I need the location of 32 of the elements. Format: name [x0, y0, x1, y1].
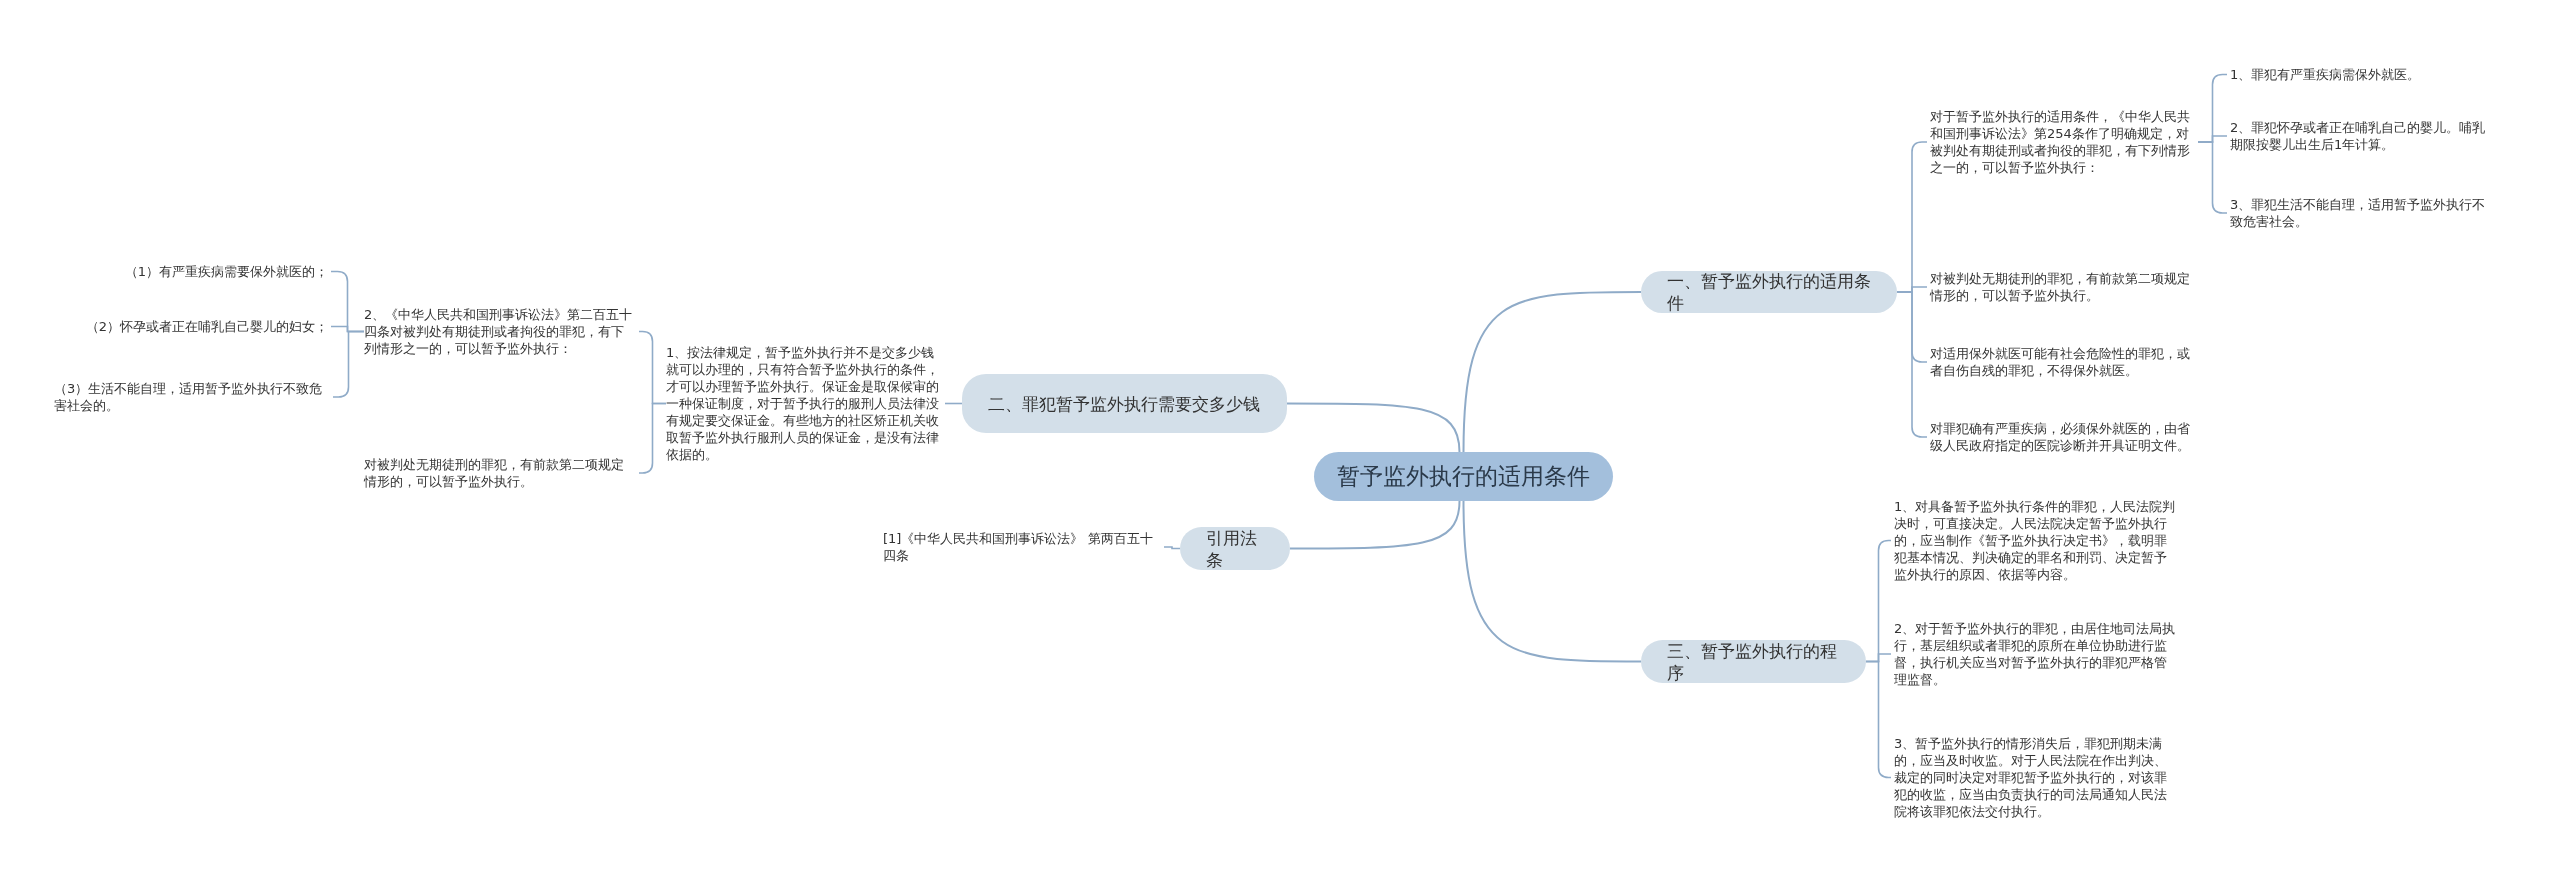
connector-line [2197, 141, 2228, 214]
note-text: 2、《中华人民共和国刑事诉讼法》第二百五十四条对被判处有期徒刑或者拘役的罪犯，有下列情形之一的，可以暂予监外执行： [364, 306, 636, 357]
note-text: 2、罪犯怀孕或者正在哺乳自己的婴儿。哺乳期限按婴儿出生后1年计算。 [2230, 119, 2494, 153]
note-text: 对被判处无期徒刑的罪犯，有前款第二项规定情形的，可以暂予监外执行。 [1930, 270, 2198, 304]
topic-pill: 引用法条 [1180, 527, 1290, 570]
note-text: 对适用保外就医可能有社会危险性的罪犯，或者自伤自残的罪犯，不得保外就医。 [1930, 345, 2198, 379]
connector-line [1462, 291, 1642, 453]
note-text: 对罪犯确有严重疾病，必须保外就医的，由省级人民政府指定的医院诊断并开具证明文件。 [1930, 420, 2198, 454]
note-text: （1）有严重疾病需要保外就医的； [60, 263, 328, 280]
note-text: 1、罪犯有严重疾病需保外就医。 [2230, 66, 2530, 83]
note-text: 2、对于暂予监外执行的罪犯，由居住地司法局执行，基层组织或者罪犯的原所在单位协助进行监督，执行机关应当对暂予监外执行的罪犯严格管理监督。 [1894, 620, 2176, 688]
note-text: （2）怀孕或者正在哺乳自己婴儿的妇女； [60, 318, 328, 335]
topic-pill: 二、罪犯暂予监外执行需要交多少钱 [962, 374, 1287, 433]
connector-line [1163, 546, 1181, 550]
central-topic: 暂予监外执行的适用条件 [1314, 452, 1613, 501]
note-text: （3）生活不能自理，适用暂予监外执行不致危害社会的。 [54, 380, 330, 414]
connector-line [1865, 660, 1892, 779]
note-text: 1、按法律规定，暂予监外执行并不是交多少钱就可以办理的，只有符合暂予监外执行的条件，才可以办理暂予监外执行。保证金是取保候审的一种保证制度，对于暂予执行的服刑人员法律没有规定要交保证金。有些地方的社区矫正机关收取暂予监外执行服刑人员的保证金，是没有法律依据的。 [666, 344, 942, 463]
note-text: 对于暂予监外执行的适用条件，《中华人民共和国刑事诉讼法》第254条作了明确规定，对被判处有期徒刑或者拘役的罪犯，有下列情形之一的，可以暂予监外执行： [1930, 108, 2198, 176]
note-text: 对被判处无期徒刑的罪犯，有前款第二项规定情形的，可以暂予监外执行。 [364, 456, 636, 490]
connector-line [1286, 402, 1461, 453]
note-text: 1、对具备暂予监外执行条件的罪犯，人民法院判决时，可直接决定。人民法院决定暂予监外执行的，应当制作《暂予监外执行决定书》，载明罪犯基本情况、判决确定的罪名和刑罚、决定暂予监外执行的原因、依据等内容。 [1894, 498, 2176, 583]
topic-pill: 一、暂予监外执行的适用条件 [1641, 271, 1897, 313]
connector-line [1462, 500, 1642, 663]
connector-line [332, 330, 365, 398]
connector-line [1289, 500, 1461, 550]
topic-pill: 三、暂予监外执行的程序 [1641, 640, 1866, 683]
note-text: 3、暂予监外执行的情形消失后，罪犯刑期未满的，应当及时收监。对于人民法院在作出判决、裁定的同时决定对罪犯暂予监外执行的，对该罪犯的收监，应当由负责执行的司法局通知人民法院将该罪犯依法交付执行。 [1894, 735, 2176, 820]
note-text: 3、罪犯生活不能自理，适用暂予监外执行不致危害社会。 [2230, 196, 2494, 230]
note-text: [1]《中华人民共和国刑事诉讼法》 第两百五十四条 [883, 530, 1161, 564]
connector-line [638, 402, 667, 474]
connector-line [1896, 291, 1928, 438]
